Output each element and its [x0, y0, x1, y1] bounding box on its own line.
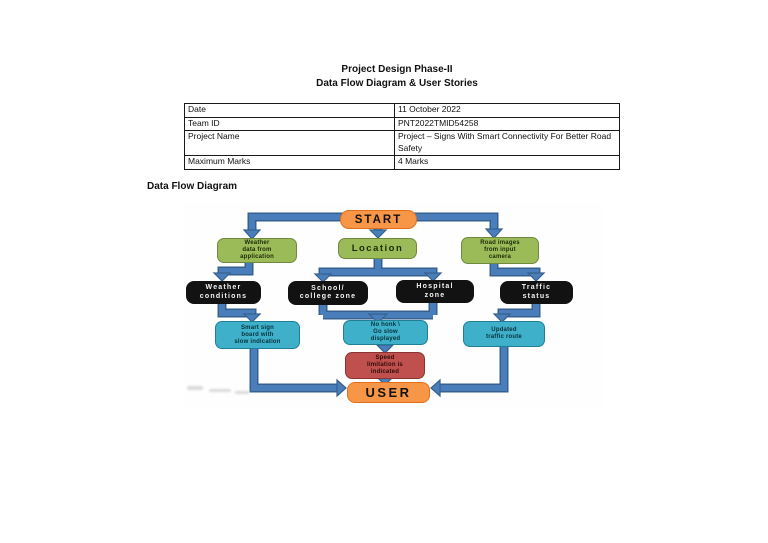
row-label: Project Name [184, 130, 395, 156]
row-label: Maximum Marks [184, 155, 395, 170]
arrow-heads [212, 228, 546, 398]
node-traffic-status: Traffic status [500, 281, 573, 304]
data-flow-diagram-image: START Weather data from application Loca… [183, 203, 603, 408]
node-speed-limitation: Speed limitation is indicated [345, 352, 425, 379]
row-label: Team ID [184, 116, 395, 131]
project-info-table: Date 11 October 2022 Team ID PNT2022TMID… [184, 103, 620, 170]
row-label: Date [184, 103, 395, 118]
section-heading: Data Flow Diagram [147, 181, 238, 192]
node-updated-traffic-route: Updated traffic route [463, 321, 545, 347]
scan-artifact [209, 389, 231, 392]
title-line-1: Project Design Phase-II [341, 64, 453, 75]
node-weather-conditions: Weather conditions [186, 281, 261, 304]
table-row: Maximum Marks 4 Marks [184, 155, 620, 170]
node-weather-data-from-application: Weather data from application [217, 238, 297, 263]
node-start: START [340, 210, 417, 229]
document-title: Project Design Phase-II Data Flow Diagra… [197, 63, 597, 90]
scan-artifact [187, 386, 203, 390]
table-row: Project Name Project – Signs With Smart … [184, 130, 620, 156]
node-hospital-zone: Hospital zone [396, 280, 474, 303]
row-value: Project – Signs With Smart Connectivity … [394, 130, 620, 156]
node-road-images-from-input-camera: Road images from input camera [461, 237, 539, 264]
title-line-2: Data Flow Diagram & User Stories [316, 77, 478, 89]
node-location: Location [338, 238, 417, 259]
node-no-honk-go-slow: No honk \ Go slow displayed [343, 320, 428, 345]
row-value: 4 Marks [394, 155, 620, 170]
table-row: Date 11 October 2022 [184, 103, 620, 118]
row-value: 11 October 2022 [394, 103, 620, 118]
row-value: PNT2022TMID54258 [394, 116, 620, 131]
table-row: Team ID PNT2022TMID54258 [184, 116, 620, 131]
node-smart-sign-board: Smart sign board with slow indication [215, 321, 300, 349]
node-school-college-zone: School/ college zone [288, 281, 368, 305]
node-user: USER [347, 382, 430, 403]
scan-artifact [235, 391, 249, 394]
